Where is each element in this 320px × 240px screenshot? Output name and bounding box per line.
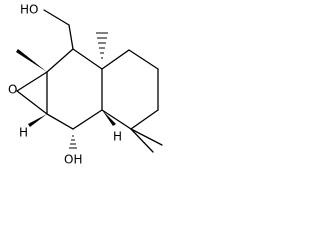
bond-r5 — [101, 109, 132, 130]
right-ring — [101, 49, 159, 130]
bond-c1-c2 — [72, 48, 103, 70]
bond-c6-o — [16, 71, 48, 92]
hydroxymethyl-group — [43, 9, 74, 50]
h-wedge-epoxide — [28, 114, 47, 127]
angular-methyl-hash-bond — [96, 32, 108, 59]
bond-r2 — [128, 49, 159, 70]
epoxide-ring — [16, 71, 48, 115]
label-epoxide-o: O — [8, 83, 17, 97]
hydroxyl-hash-bond — [69, 135, 77, 149]
bond-c3-c4 — [72, 109, 103, 130]
bond-methyl-b — [130, 128, 154, 153]
label-epoxide-h: H — [19, 126, 28, 140]
bond-methyl-a — [130, 128, 163, 146]
label-oh: OH — [64, 153, 82, 167]
bond-ch2-c — [68, 24, 74, 50]
label-ho: HO — [20, 3, 38, 17]
bond-o-c5 — [16, 90, 48, 115]
bond-r4 — [130, 109, 159, 130]
gem-dimethyl — [130, 128, 163, 153]
methyl-wedge-c6 — [16, 49, 47, 72]
left-ring — [46, 48, 103, 130]
bond-ho-ch2 — [43, 9, 70, 26]
bond-c4-c5 — [46, 113, 74, 130]
label-ring-h: H — [113, 130, 122, 144]
bond-c6-c1 — [46, 48, 74, 73]
bond-r1 — [101, 49, 130, 70]
molecule-structure: HO O H H OH — [8, 3, 163, 167]
h-wedge-fusion — [102, 110, 116, 126]
